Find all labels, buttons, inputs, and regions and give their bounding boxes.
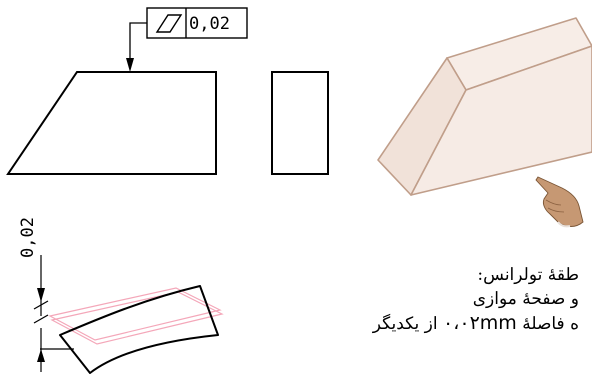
pointing-hand-icon xyxy=(535,176,584,228)
description-line-3: ه فاصلهٔ ۰،۰۲mm از یکدیگر xyxy=(373,311,579,335)
leader-line xyxy=(129,22,147,60)
front-view-trapezoid xyxy=(6,71,217,175)
description-line-3-prefix: ه فاصلهٔ xyxy=(522,314,579,334)
dimension-arrow-bottom xyxy=(37,349,45,362)
feature-control-frame: 0,02 xyxy=(126,7,248,72)
description-line-3-suffix: از یکدیگر xyxy=(372,314,438,334)
description-line-1: طقهٔ تولرانس: xyxy=(477,265,579,285)
tolerance-zone-planes xyxy=(48,287,224,345)
warped-surface xyxy=(59,285,219,374)
dimension-arrow-top xyxy=(37,288,45,302)
flatness-parallelogram-icon xyxy=(155,14,183,33)
side-view-rectangle xyxy=(271,71,329,175)
description-distance-value: ۰،۰۲mm xyxy=(443,312,517,334)
dimension-value: 0,02 xyxy=(18,217,38,258)
description-line-2: و صفحهٔ موازی xyxy=(472,289,579,309)
tolerance-value: 0,02 xyxy=(189,14,230,34)
leader-arrowhead xyxy=(126,58,134,72)
isometric-block xyxy=(377,17,592,196)
tolerance-zone-description: طقهٔ تولرانس: و صفحهٔ موازی ه فاصلهٔ ۰،۰… xyxy=(373,263,579,335)
